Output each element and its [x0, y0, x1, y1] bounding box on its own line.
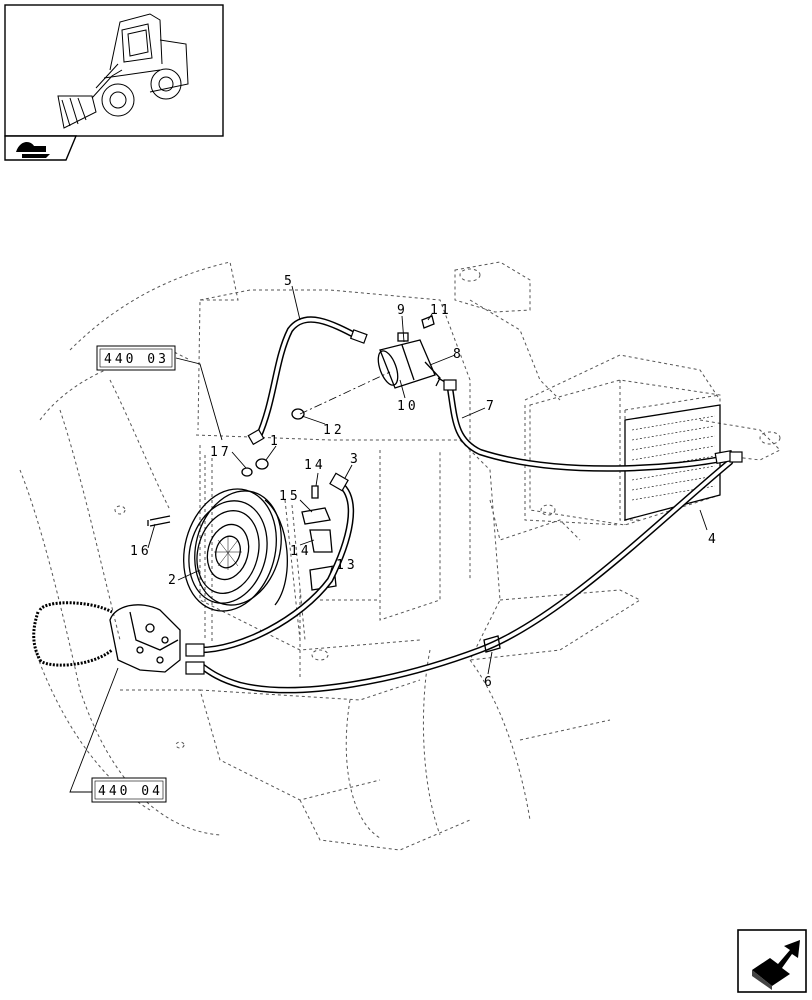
reference-box-440-04[interactable]: 440 04 — [91, 777, 167, 803]
reference-box-440-03[interactable]: 440 03 — [96, 345, 176, 371]
callout-4: 4 — [708, 532, 719, 547]
callout-2: 2 — [168, 573, 179, 588]
receiver-drier — [377, 332, 446, 389]
callout-11: 11 — [430, 303, 452, 318]
callout-6: 6 — [484, 675, 495, 690]
machine-thumbnail — [4, 4, 224, 161]
callout-5: 5 — [284, 274, 295, 289]
arrow-icon — [752, 940, 800, 990]
callout-1: 1 — [270, 434, 281, 449]
ac-system-icon — [16, 142, 50, 158]
callout-9: 9 — [397, 303, 408, 318]
compressor — [32, 601, 181, 673]
callout-14-upper: 14 — [304, 458, 326, 473]
callout-12: 12 — [323, 423, 345, 438]
reference-label-440-04: 440 04 — [98, 784, 163, 799]
refrigerant-hoses — [185, 316, 743, 694]
condenser-core — [624, 404, 721, 521]
callout-3: 3 — [350, 452, 361, 467]
next-page-button[interactable] — [737, 929, 807, 993]
fasteners — [147, 315, 435, 527]
reference-label-440-03: 440 03 — [104, 352, 169, 367]
callout-8: 8 — [453, 347, 464, 362]
callout-7: 7 — [486, 399, 497, 414]
callout-labels: 1 2 3 4 5 6 7 8 9 10 11 12 13 14 14 15 1… — [130, 274, 719, 690]
leader-lines — [69, 285, 708, 793]
callout-14-lower: 14 — [290, 544, 312, 559]
callout-17: 17 — [210, 445, 232, 460]
callout-15: 15 — [279, 489, 301, 504]
callout-10: 10 — [397, 399, 419, 414]
fan-assembly — [183, 488, 288, 612]
hose-bracket — [301, 507, 337, 591]
callout-16: 16 — [130, 544, 152, 559]
callout-13: 13 — [336, 558, 358, 573]
